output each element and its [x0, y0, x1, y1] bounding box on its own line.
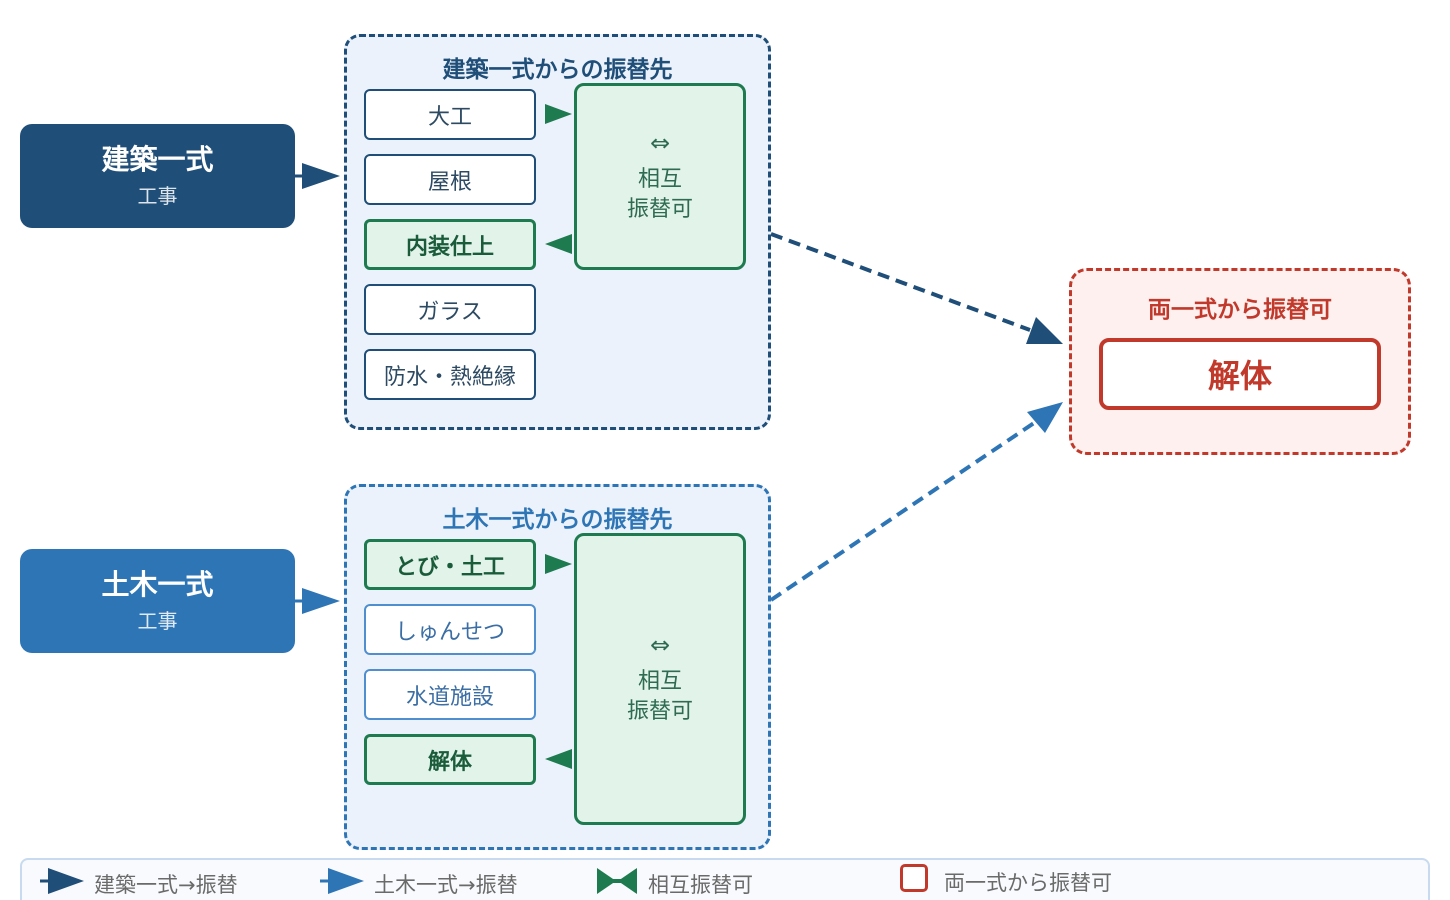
arrow-doboku-to-group [295, 588, 340, 614]
mutual-doboku-line2: 振替可 [626, 699, 693, 724]
legend-mutual-arrow-icon [597, 868, 637, 894]
legend-mutual-label: 相互振替可 [648, 873, 753, 897]
mutual-kenchiku-box: ⇔ 相互 振替可 [574, 83, 746, 270]
item-daiku: 大工 [364, 89, 536, 140]
item-kaitai-doboku: 解体 [364, 734, 536, 785]
mutual-doboku-line1: 相互 [637, 669, 682, 695]
item-bousui: 防水・熱絶縁 [364, 349, 536, 400]
item-garasu: ガラス [364, 284, 536, 335]
item-naiso-shiage: 内装仕上 [364, 219, 536, 270]
arrow-green-naiso [545, 234, 572, 254]
source-kenchiku-title: 建築一式 [101, 142, 214, 176]
legend-doboku-label: 土木一式→振替 [374, 873, 518, 897]
legend-kenchiku-arrow-icon [40, 868, 84, 894]
legend-both-swatch-icon [900, 864, 928, 892]
mutual-kenchiku-line2: 振替可 [626, 196, 693, 222]
item-yane: 屋根 [364, 154, 536, 205]
arrow-kenchiku-to-group [295, 163, 340, 189]
group-doboku-title: 土木一式からの振替先 [442, 507, 673, 533]
arrow-kenchiku-to-target [770, 232, 1063, 344]
mutual-doboku-box: ⇔ 相互 振替可 [574, 533, 746, 825]
legend-kenchiku-label: 建築一式→振替 [94, 873, 238, 897]
item-tobi-doko: とび・土工 [364, 539, 536, 590]
legend-doboku-arrow-icon [320, 868, 364, 894]
target-kaitai: 解体 [1099, 338, 1381, 410]
mutual-arrow-icon: ⇔ [649, 128, 671, 157]
legend-panel [20, 858, 1430, 900]
target-title: 両一式から振替可 [1148, 297, 1332, 323]
item-shunsetsu: しゅんせつ [364, 604, 536, 655]
source-doboku-sub: 工事 [137, 609, 178, 634]
legend-both-label: 両一式から振替可 [944, 871, 1112, 895]
mutual-kenchiku-line1: 相互 [637, 166, 682, 192]
source-doboku-title: 土木一式 [101, 567, 214, 601]
arrow-doboku-to-target [769, 402, 1063, 602]
arrow-green-daiku [545, 104, 572, 124]
group-kenchiku-title: 建築一式からの振替先 [442, 57, 673, 83]
arrow-green-kaitai [545, 749, 572, 769]
source-kenchiku-box: 建築一式 工事 [20, 124, 295, 228]
mutual-arrow-icon: ⇔ [649, 631, 671, 660]
item-suido-shisetsu: 水道施設 [364, 669, 536, 720]
source-doboku-box: 土木一式 工事 [20, 549, 295, 653]
arrow-green-tobi [545, 554, 572, 574]
source-kenchiku-sub: 工事 [137, 184, 178, 209]
